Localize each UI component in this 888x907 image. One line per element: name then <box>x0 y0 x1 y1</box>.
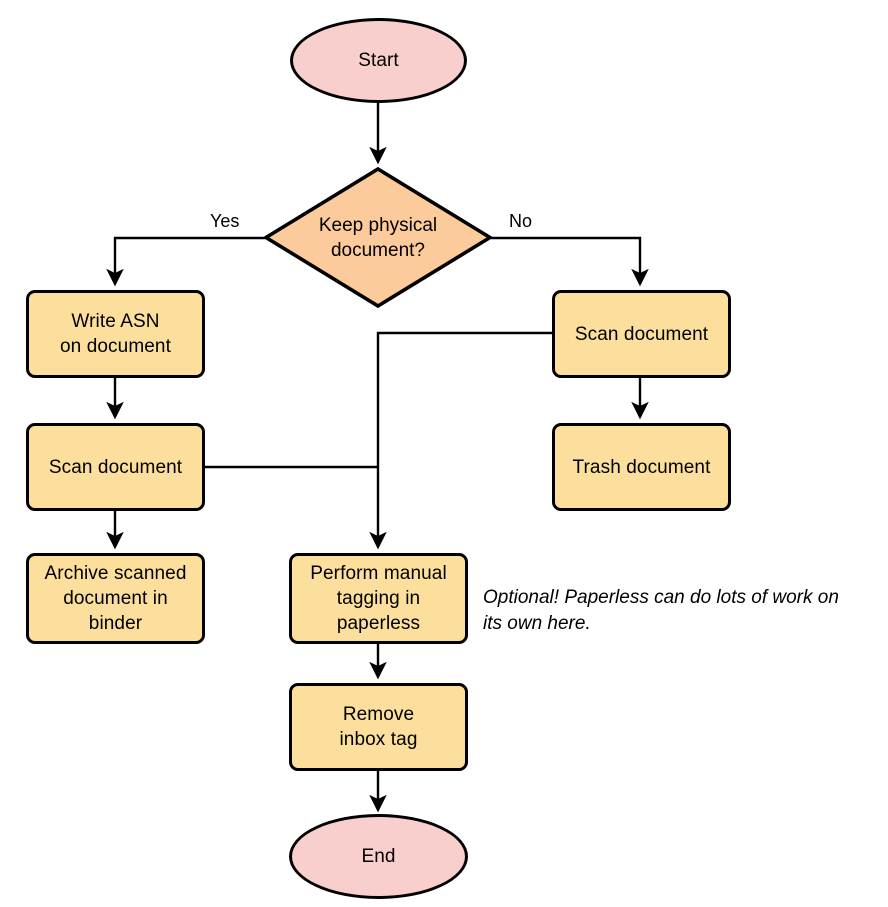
edge-label-no: No <box>509 211 533 231</box>
node-write-asn-on-document[interactable]: Write ASN on document <box>26 290 205 378</box>
node-scan-document-left[interactable]: Scan document <box>26 423 205 511</box>
diamond-shape <box>263 166 493 309</box>
node-archive-scanned-document-in-binder[interactable]: Archive scanned document in binder <box>26 553 205 644</box>
edge-decision-yes-to-write-asn <box>106 236 265 287</box>
node-scan-document-right[interactable]: Scan document <box>552 290 731 378</box>
node-perform-manual-tagging-in-paperless[interactable]: Perform manual tagging in paperless <box>289 553 468 644</box>
edge-label-yes: Yes <box>210 211 240 231</box>
node-trash-document[interactable]: Trash document <box>552 423 731 511</box>
edge-scan-right-to-tagging <box>369 331 552 550</box>
node-start[interactable]: Start <box>290 18 467 103</box>
node-remove-inbox-tag[interactable]: Remove inbox tag <box>289 683 468 771</box>
edge-decision-no-to-scan-right <box>491 236 649 287</box>
node-decision-label: Keep physical document? <box>318 214 438 261</box>
note-optional-paperless: Optional! Paperless can do lots of work … <box>483 587 839 634</box>
node-decision-keep-physical-document[interactable]: Keep physical document? <box>263 166 493 309</box>
node-end[interactable]: End <box>289 814 468 899</box>
